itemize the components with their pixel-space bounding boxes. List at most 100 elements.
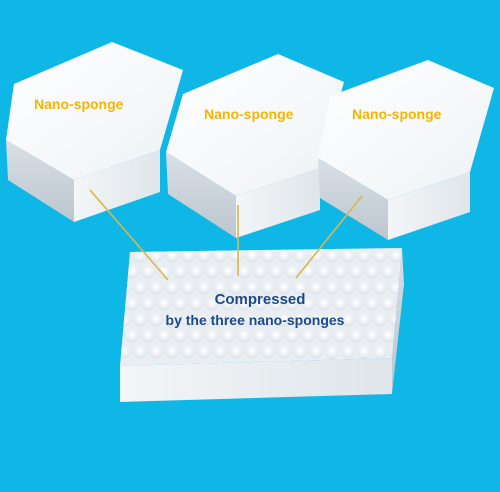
sponge-bump: [140, 329, 156, 343]
sponge-label-2: Nano-sponge: [204, 106, 294, 122]
sponge-bump: [260, 281, 276, 295]
sponge-bump: [236, 265, 252, 279]
sponge-bump: [260, 249, 276, 263]
nano-sponge-1: [6, 42, 183, 222]
sponge-bump: [132, 313, 148, 327]
sponge-bump: [196, 345, 212, 359]
sponge-bump: [164, 345, 180, 359]
sponge-bump: [356, 249, 372, 263]
sponge-bump: [244, 313, 260, 327]
sponge-bump: [300, 265, 316, 279]
sponge-bump: [348, 297, 364, 311]
sponge-bump: [324, 249, 340, 263]
sponge-bump: [316, 265, 332, 279]
sponge-bump: [340, 249, 356, 263]
sponge-bump: [372, 249, 388, 263]
sponge-bump: [132, 281, 148, 295]
sponge-bump: [228, 281, 244, 295]
sponge-bump: [220, 297, 236, 311]
sponge-bump: [180, 249, 196, 263]
sponge-bump: [172, 265, 188, 279]
sponge-bump: [244, 345, 260, 359]
sponge-label-1: Nano-sponge: [34, 96, 124, 112]
sponge-bump: [380, 329, 396, 343]
sponge-bump: [164, 281, 180, 295]
sponge-bump: [276, 281, 292, 295]
sponge-bump: [268, 329, 284, 343]
sponge-bump: [276, 249, 292, 263]
sponge-bump: [228, 249, 244, 263]
sponge-bump: [252, 329, 268, 343]
sponge-bump: [268, 265, 284, 279]
sponge-bump: [196, 249, 212, 263]
sponge-bump: [268, 297, 284, 311]
sponge-bump: [364, 265, 380, 279]
sponge-bump: [292, 249, 308, 263]
sponge-bump: [364, 297, 380, 311]
connector-line-1: [89, 189, 169, 281]
sponge-bump: [124, 297, 140, 311]
sponge-bump: [180, 281, 196, 295]
sponge-bump: [172, 297, 188, 311]
sponge-bump: [164, 313, 180, 327]
sponge-bump: [348, 329, 364, 343]
sponge-bump: [292, 345, 308, 359]
sponge-bump: [284, 297, 300, 311]
sponge-bump: [148, 249, 164, 263]
sponge-bump: [212, 249, 228, 263]
sponge-bump: [380, 297, 396, 311]
sponge-bump: [156, 265, 172, 279]
sponge-bump: [172, 329, 188, 343]
sponge-bump: [332, 297, 348, 311]
connector-line-3: [295, 195, 363, 279]
sponge-bump: [356, 345, 372, 359]
sponge-bump: [236, 297, 252, 311]
sponge-bump: [252, 297, 268, 311]
sponge-bump: [348, 265, 364, 279]
sponge-bump: [324, 281, 340, 295]
sponge-bump: [300, 329, 316, 343]
sponge-bump: [196, 313, 212, 327]
sponge-bump: [324, 345, 340, 359]
sponge-bump: [140, 265, 156, 279]
sponge-bump: [356, 281, 372, 295]
sponge-bump: [300, 297, 316, 311]
sponge-bump: [124, 265, 140, 279]
sponge-bump: [276, 313, 292, 327]
sponge-bump: [196, 281, 212, 295]
compressed-sponge: [120, 248, 404, 402]
sponge-bump: [124, 329, 140, 343]
sponge-bump: [132, 345, 148, 359]
sponge-bump: [252, 265, 268, 279]
sponge-bump: [244, 249, 260, 263]
sponge-bump: [228, 345, 244, 359]
sponge-bump: [212, 345, 228, 359]
sponge-bump: [308, 249, 324, 263]
sponge-bump: [148, 345, 164, 359]
sponge-bump: [356, 313, 372, 327]
sponge-bump: [260, 345, 276, 359]
sponge-bump: [188, 297, 204, 311]
sponge-bump: [132, 249, 148, 263]
sponge-bump: [120, 249, 132, 263]
sponge-bump: [316, 297, 332, 311]
sponge-bump: [292, 313, 308, 327]
sponge-bump: [284, 265, 300, 279]
sponge-bump: [120, 345, 132, 359]
sponge-bump: [372, 313, 388, 327]
nano-sponge-3: [318, 60, 494, 240]
sponge-bump: [212, 281, 228, 295]
sponge-bump: [276, 345, 292, 359]
sponge-bump: [260, 313, 276, 327]
sponge-bump: [188, 329, 204, 343]
sponge-bump: [308, 313, 324, 327]
sponge-bump: [396, 265, 402, 279]
sponge-bump: [340, 313, 356, 327]
sponge-bump: [148, 281, 164, 295]
sponge-bump: [180, 345, 196, 359]
sponge-bump: [388, 249, 402, 263]
sponge-bump: [148, 313, 164, 327]
sponge-bump: [324, 313, 340, 327]
